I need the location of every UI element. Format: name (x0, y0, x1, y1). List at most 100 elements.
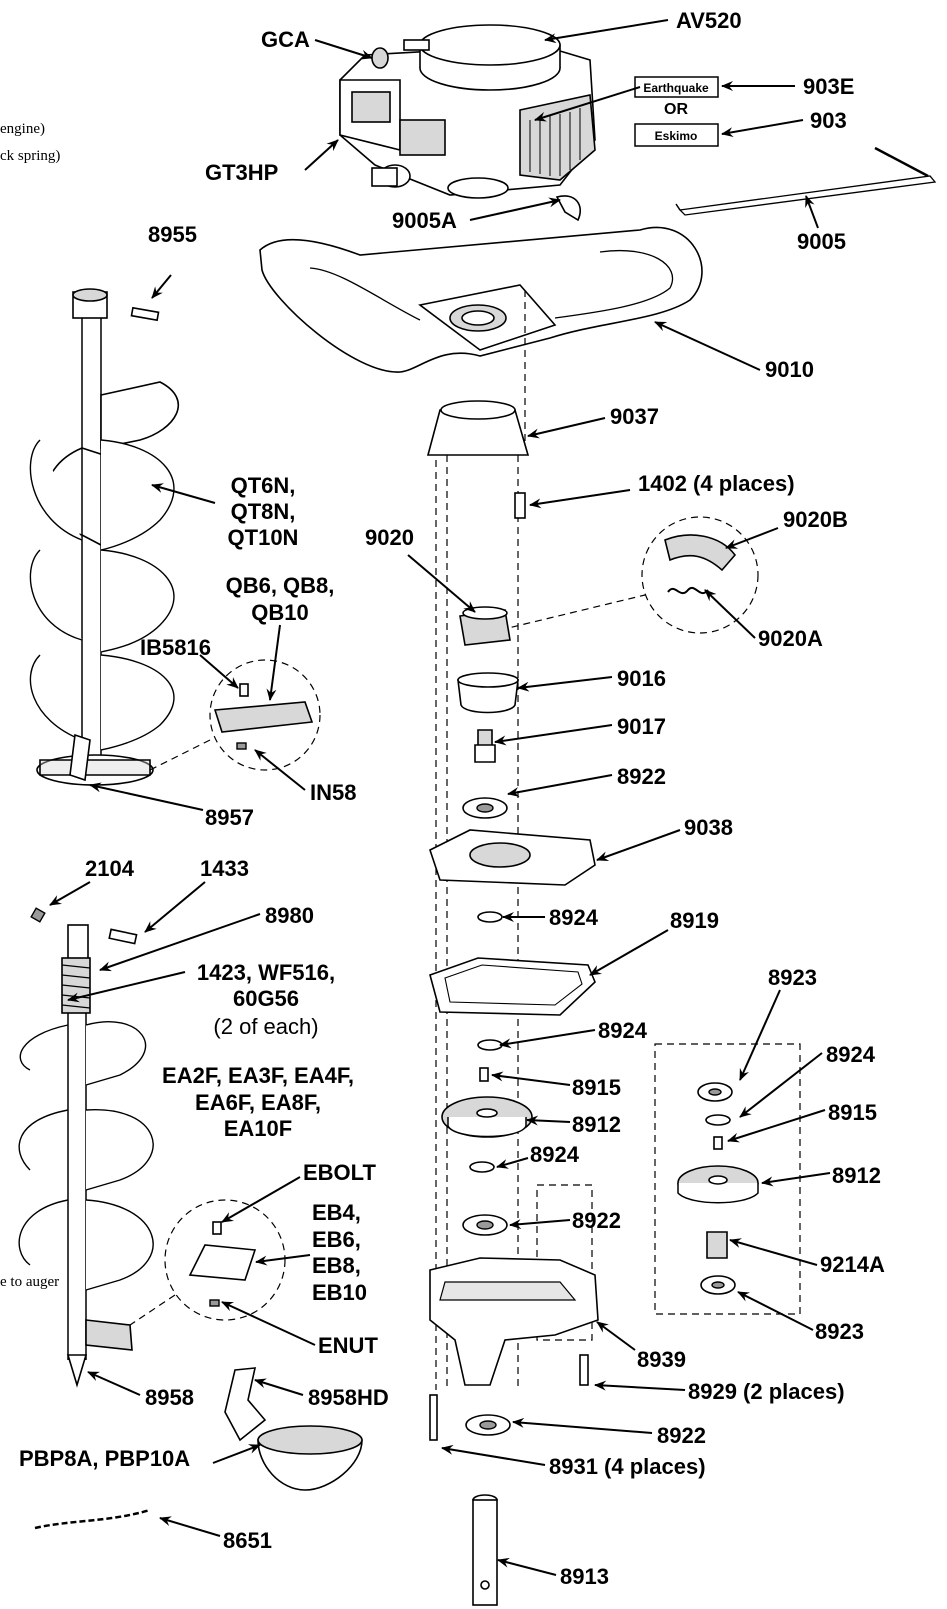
label-9037: 9037 (610, 404, 659, 429)
eskimo-decal (634, 123, 719, 147)
bolt-2104-drawing (30, 907, 46, 923)
screw-8931-drawing (429, 1394, 438, 1441)
cord-8651-drawing (34, 1508, 151, 1530)
label-ea-line3: EA10F (224, 1116, 292, 1141)
label-1433: 1433 (200, 856, 249, 881)
label-ea-line2: EA6F, EA8F, (195, 1090, 321, 1115)
bearing-8922-top-drawing (462, 797, 508, 819)
bearing-8923-top-drawing (697, 1082, 733, 1102)
bolt-ib5816-drawing (239, 683, 249, 697)
label-qb-line1: QB6, QB8, (226, 573, 335, 598)
label-8924-b: 8924 (598, 1018, 648, 1043)
engine-gt3hp-drawing (339, 24, 596, 199)
clutch-detail-circle (641, 516, 759, 634)
callout-labels: GCA AV520 903E OR 903 GT3HP 9005A 9005 8… (0, 8, 885, 1589)
label-gt3hp: GT3HP (205, 160, 278, 185)
label-in58: IN58 (310, 780, 356, 805)
label-9005a: 9005A (392, 208, 457, 233)
set-screw-8955-drawing (130, 306, 160, 322)
label-8924-d: 8924 (530, 1142, 580, 1167)
earthquake-decal (634, 76, 719, 98)
leader-arrows (49, 19, 831, 1576)
blade-qb-drawing (213, 701, 314, 733)
auger-ea-drawing (18, 924, 154, 1388)
bolt-ebolt-drawing (212, 1221, 222, 1235)
label-pbp: PBP8A, PBP10A (19, 1446, 190, 1471)
edge-blade-eb-drawing (188, 1244, 257, 1281)
label-gca: GCA (261, 27, 310, 52)
label-9038: 9038 (684, 815, 733, 840)
label-8924-a: 8924 (549, 905, 599, 930)
shaft-8913-drawing (472, 1494, 498, 1606)
label-2104: 2104 (85, 856, 135, 881)
earthquake-decal-text: Earthquake (643, 81, 709, 95)
ring-8924-right-drawing (705, 1114, 731, 1126)
label-1423-line2: 60G56 (233, 986, 299, 1011)
label-9214a: 9214A (820, 1252, 885, 1277)
housing-8939-drawing (429, 1257, 599, 1386)
screw-8929-drawing (579, 1354, 589, 1386)
label-ebolt: EBOLT (303, 1160, 376, 1185)
label-8931: 8931 (4 places) (549, 1454, 706, 1479)
bearing-8922-mid-drawing (462, 1214, 508, 1236)
cut-text-engine: engine) (0, 121, 45, 137)
label-ib5816: IB5816 (140, 635, 211, 660)
label-903e: 903E (803, 74, 854, 99)
label-or: OR (664, 101, 688, 118)
label-av520: AV520 (676, 8, 742, 33)
shoe-9020b-drawing (664, 534, 737, 572)
edge-detail-circle (164, 1199, 286, 1321)
label-8924-c: 8924 (826, 1042, 876, 1067)
bracket-9005a-drawing (555, 195, 582, 222)
auger-qt-drawing (29, 288, 180, 786)
label-8915-a: 8915 (572, 1075, 621, 1100)
pin-8915-right-drawing (713, 1136, 723, 1150)
bearing-8922-bottom-drawing (465, 1414, 511, 1436)
label-8939: 8939 (637, 1347, 686, 1372)
label-8922-a: 8922 (617, 764, 666, 789)
label-8957: 8957 (205, 805, 254, 830)
drum-9016-drawing (457, 679, 519, 714)
label-eb-line3: EB8, (312, 1253, 361, 1278)
label-qt-line1: QT6N, (231, 473, 296, 498)
label-8919: 8919 (670, 908, 719, 933)
label-8922-b: 8922 (572, 1208, 621, 1233)
label-qt-line3: QT10N (228, 525, 299, 550)
pinion-9214a-drawing (706, 1231, 728, 1259)
label-eb-line1: EB4, (312, 1200, 361, 1225)
label-8915-b: 8915 (828, 1100, 877, 1125)
eskimo-decal-text: Eskimo (655, 129, 698, 143)
bearing-8923-bottom-drawing (700, 1275, 736, 1295)
throttle-rod-drawing (675, 146, 937, 216)
label-eb-line4: EB10 (312, 1280, 367, 1305)
label-8923-b: 8923 (815, 1319, 864, 1344)
label-8912-a: 8912 (572, 1112, 621, 1137)
label-8923-a: 8923 (768, 965, 817, 990)
label-9020: 9020 (365, 525, 414, 550)
label-enut: ENUT (318, 1333, 378, 1358)
screw-1402-drawing (514, 492, 526, 519)
label-1402: 1402 (4 places) (638, 471, 795, 496)
cut-text-auger: e to auger (0, 1274, 59, 1290)
label-eb-line2: EB6, (312, 1227, 361, 1252)
label-9020b: 9020B (783, 507, 848, 532)
label-8958: 8958 (145, 1385, 194, 1410)
nut-enut-drawing (209, 1299, 220, 1307)
label-1423-line1: 1423, WF516, (197, 960, 335, 985)
gear-8912-right-drawing (677, 1165, 759, 1204)
label-903: 903 (810, 108, 847, 133)
cut-text-spring: ck spring) (0, 148, 60, 164)
label-ea-line1: EA2F, EA3F, EA4F, (162, 1063, 354, 1088)
label-9016: 9016 (617, 666, 666, 691)
label-8929: 8929 (2 places) (688, 1379, 845, 1404)
gear-8912-drawing (441, 1096, 533, 1138)
label-8913: 8913 (560, 1564, 609, 1589)
label-9017: 9017 (617, 714, 666, 739)
label-8922-c: 8922 (657, 1423, 706, 1448)
pin-8915-drawing (479, 1067, 489, 1082)
label-1423-line3: (2 of each) (213, 1014, 318, 1039)
spring-9020a-drawing (667, 587, 709, 595)
nut-in58-drawing (236, 742, 247, 750)
blade-detail-circle (209, 659, 321, 771)
